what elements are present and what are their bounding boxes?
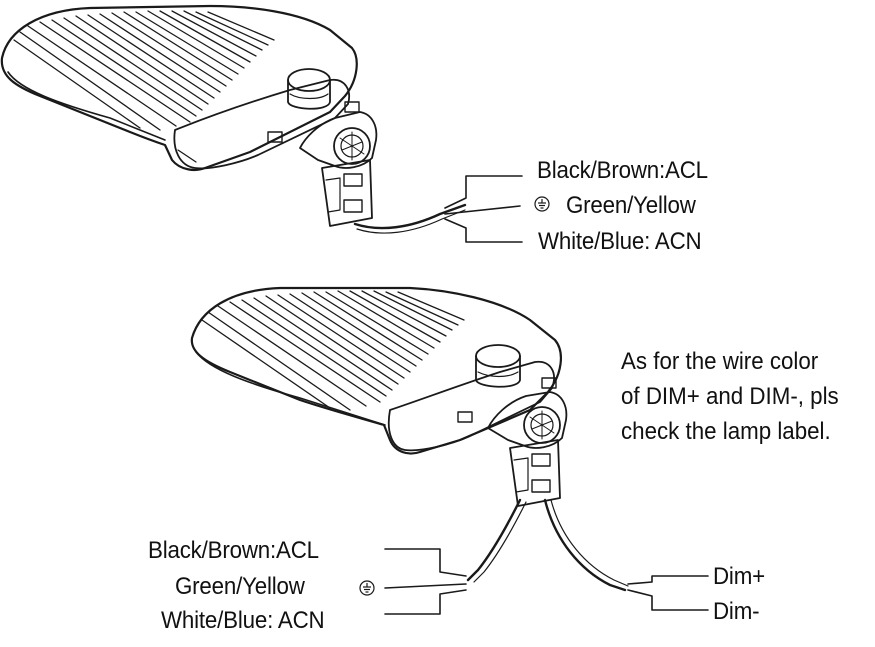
note-line-3: check the lamp label.: [621, 418, 831, 445]
street-light-fixture-bottom: [190, 286, 629, 592]
wire-leaders-dim: [627, 575, 709, 611]
ground-wire-label-bottom: Green/Yellow: [175, 573, 305, 600]
protective-earth-icon: [359, 580, 375, 596]
dim-plus-label: Dim+: [713, 563, 765, 590]
neutral-wire-label-top: White/Blue: ACN: [538, 228, 702, 255]
dim-minus-label: Dim-: [713, 598, 760, 625]
dim-wire-note: As for the wire color of DIM+ and DIM-, …: [621, 344, 839, 449]
wire-leaders-bottom-left: [384, 548, 467, 615]
protective-earth-icon: [534, 196, 550, 212]
note-line-1: As for the wire color: [621, 348, 819, 375]
line-wire-label-bottom: Black/Brown:ACL: [148, 537, 319, 564]
ground-wire-label-top: Green/Yellow: [566, 192, 696, 219]
wire-leaders-top: [444, 175, 523, 243]
note-line-2: of DIM+ and DIM-, pls: [621, 383, 839, 410]
street-light-fixture-top: [0, 4, 467, 234]
neutral-wire-label-bottom: White/Blue: ACN: [161, 607, 325, 634]
line-wire-label-top: Black/Brown:ACL: [537, 157, 708, 184]
